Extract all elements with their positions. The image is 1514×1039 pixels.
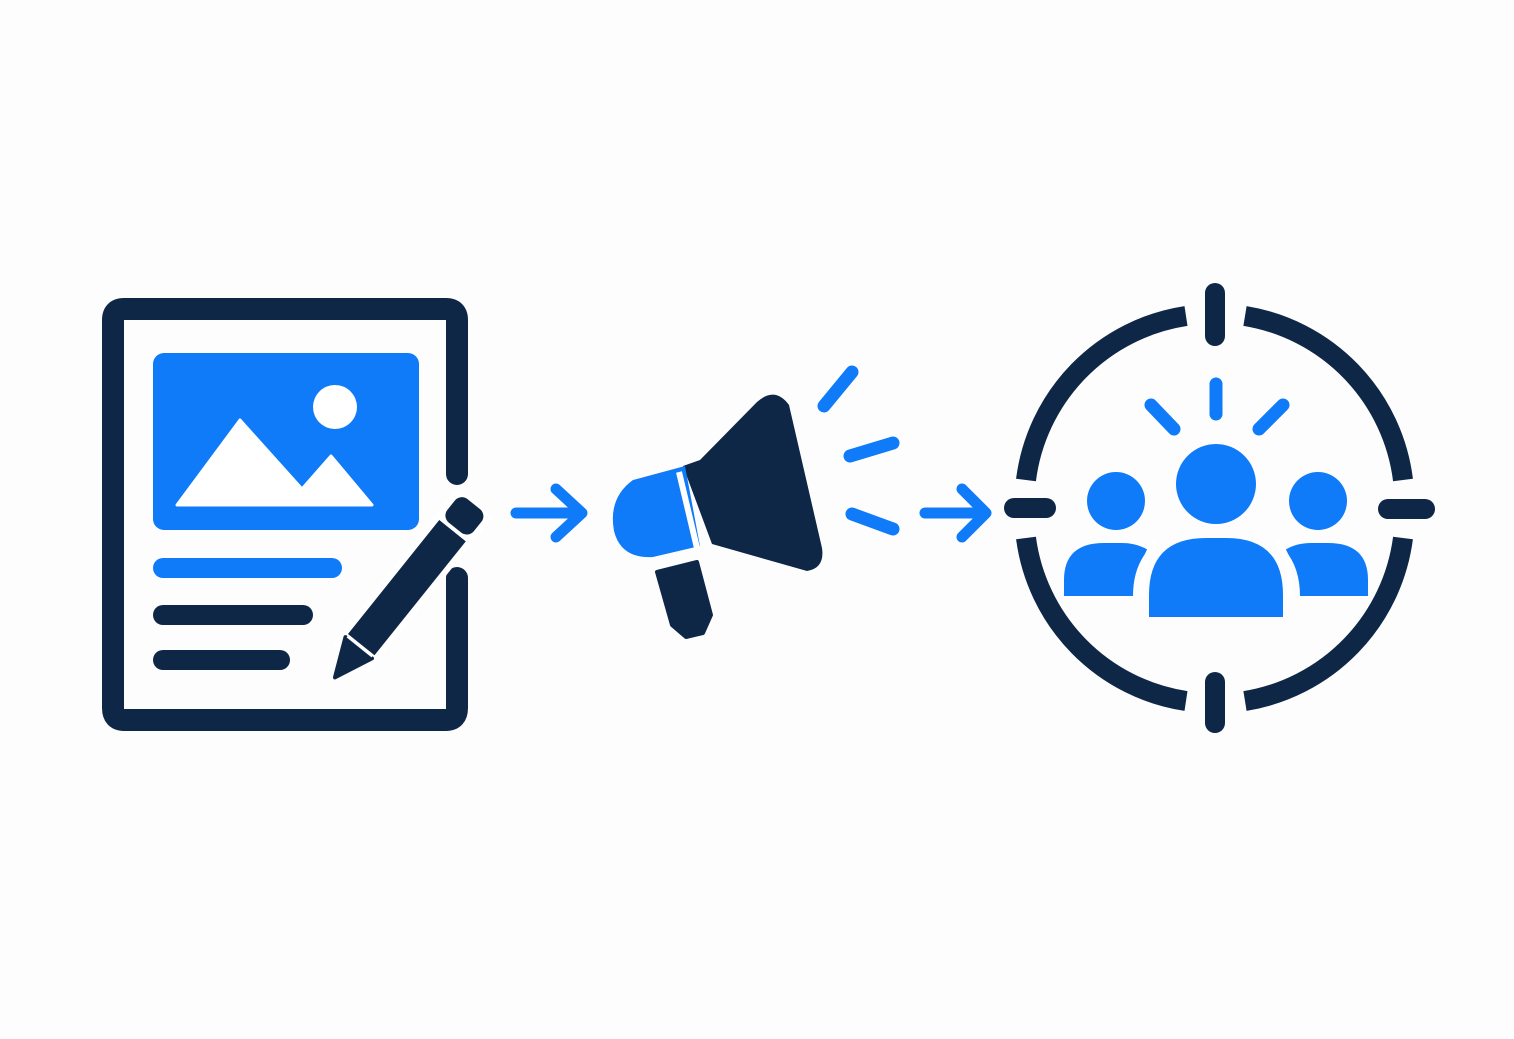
target-ring [1016, 306, 1413, 711]
person-head [1289, 472, 1347, 530]
crosshair-ticks [1004, 283, 1435, 733]
person-body [1149, 538, 1283, 617]
people-group-icon [1064, 444, 1368, 617]
person-head [1176, 444, 1256, 524]
arrow-right-icon [510, 483, 588, 543]
person-body [1285, 543, 1368, 596]
megaphone-handle [655, 560, 713, 639]
megaphone-horn [683, 394, 823, 571]
person-body [1064, 543, 1148, 596]
pencil-icon [332, 488, 493, 680]
document-frame [102, 298, 468, 731]
megaphone-mouthpiece [612, 466, 700, 558]
image-placeholder-icon [153, 353, 419, 530]
attention-rays [1144, 377, 1290, 436]
document-edit-icon [102, 298, 493, 731]
target-audience-icon [1004, 283, 1435, 733]
megaphone-icon [612, 365, 900, 639]
arrow-right-icon [919, 483, 992, 543]
sound-waves [817, 365, 900, 536]
person-head [1087, 472, 1145, 530]
